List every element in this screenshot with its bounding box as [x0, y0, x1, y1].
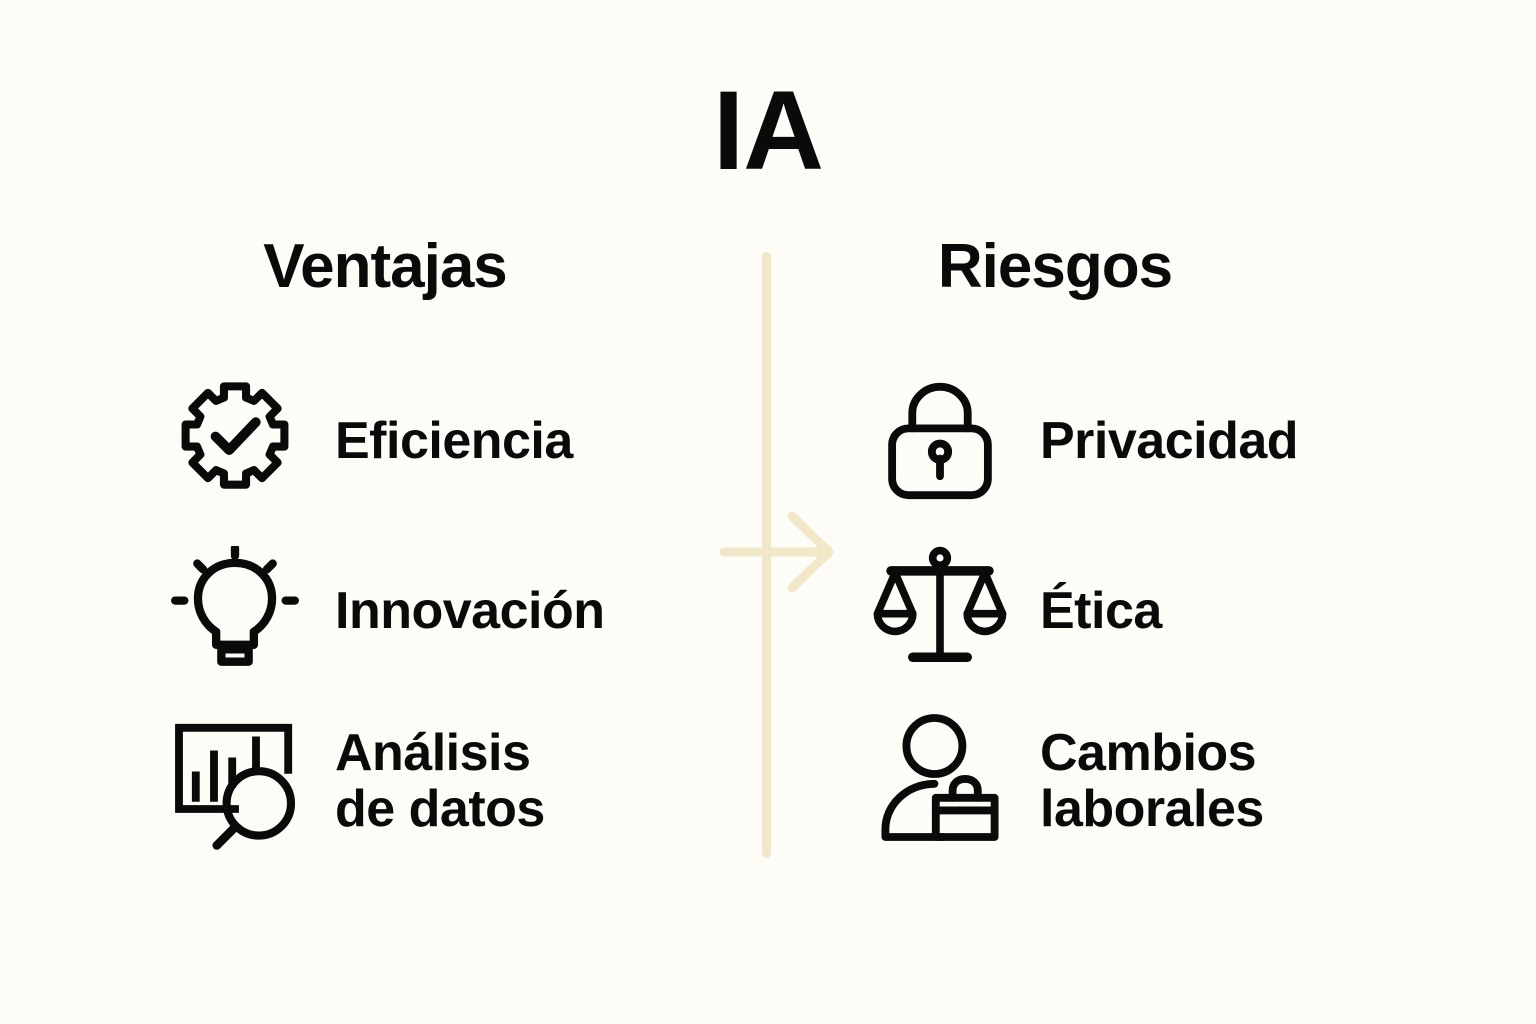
list-item-label: Ética [1040, 581, 1162, 640]
column-riesgos: Riesgos Privacidad [800, 236, 1460, 866]
list-item-label: Privacidad [1040, 411, 1299, 470]
ventajas-item-list: Eficiencia Innovación [40, 356, 700, 866]
list-item-label: Innovación [335, 581, 605, 640]
list-item-label: Análisis de datos [335, 723, 545, 838]
list-item-eficiencia[interactable]: Eficiencia [165, 356, 700, 526]
scales-icon [870, 541, 1010, 681]
list-item-analisis-de-datos[interactable]: Análisis de datos [165, 696, 700, 866]
data-analysis-icon [165, 711, 305, 851]
list-item-label: Cambios laborales [1040, 723, 1264, 838]
column-heading-ventajas: Ventajas [263, 232, 508, 301]
arrow-right-icon [719, 509, 839, 595]
list-item-label: Eficiencia [335, 411, 573, 470]
list-item-etica[interactable]: Ética [870, 526, 1460, 696]
list-item-privacidad[interactable]: Privacidad [870, 356, 1460, 526]
riesgos-item-list: Privacidad Ética [800, 356, 1460, 866]
column-ventajas: Ventajas Eficiencia [40, 236, 700, 866]
lightbulb-icon [165, 541, 305, 681]
lock-icon [870, 371, 1010, 511]
worker-briefcase-icon [870, 711, 1010, 851]
column-heading-riesgos: Riesgos [937, 232, 1173, 301]
list-item-cambios-laborales[interactable]: Cambios laborales [870, 696, 1460, 866]
gear-check-icon [165, 371, 305, 511]
page-title: IA [713, 68, 824, 193]
list-item-innovacion[interactable]: Innovación [165, 526, 700, 696]
